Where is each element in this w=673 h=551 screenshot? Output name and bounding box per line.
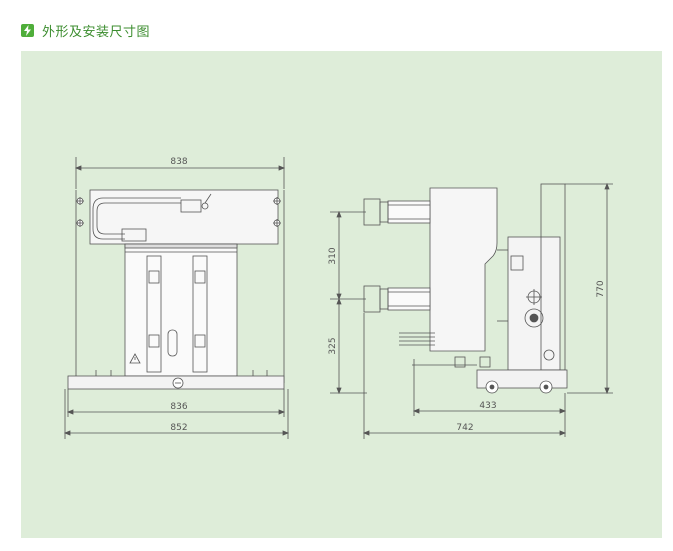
drawing-panel: 838 836 852 310 325 770 433 742 <box>21 51 662 538</box>
dim-label-836: 836 <box>170 402 187 412</box>
dim-label-742: 742 <box>456 423 473 433</box>
dim-label-310: 310 <box>328 247 338 264</box>
side-view <box>330 182 613 439</box>
dim-label-838: 838 <box>170 157 187 167</box>
section-header: 外形及安装尺寸图 <box>21 21 151 40</box>
dim-label-770: 770 <box>596 280 606 297</box>
dim-label-325: 325 <box>328 337 338 354</box>
lightning-icon <box>21 23 34 37</box>
dim-label-852: 852 <box>170 423 187 433</box>
front-view <box>63 157 290 439</box>
dimension-drawing: 838 836 852 310 325 770 433 742 <box>63 157 613 439</box>
dim-label-433: 433 <box>479 401 496 411</box>
section-title: 外形及安装尺寸图 <box>42 24 151 40</box>
